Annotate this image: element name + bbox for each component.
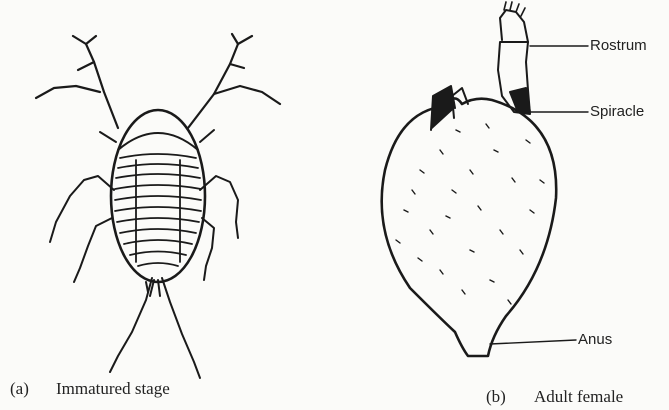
left-antenna: [36, 36, 118, 128]
caudal-filaments: [110, 278, 200, 378]
rostrum-process: [498, 2, 530, 114]
adult-female-drawing: [382, 2, 588, 356]
caption-a-marker: (a): [10, 379, 29, 399]
body-segments: [115, 154, 201, 266]
caption-a: Immatured stage: [56, 379, 170, 399]
anus-label: Anus: [578, 331, 612, 348]
head-shield: [118, 133, 198, 150]
adult-body: [382, 98, 557, 356]
left-legs: [50, 132, 116, 282]
right-antenna: [188, 34, 280, 128]
anterior-processes: [431, 86, 468, 130]
spiracle-label: Spiracle: [590, 103, 644, 120]
caption-b: Adult female: [534, 387, 623, 407]
rostrum-label: Rostrum: [590, 37, 647, 54]
caption-b-marker: (b): [486, 387, 506, 407]
leader-lines: [490, 46, 588, 344]
immature-stage-drawing: [36, 34, 280, 378]
body-stipple: [396, 124, 544, 304]
